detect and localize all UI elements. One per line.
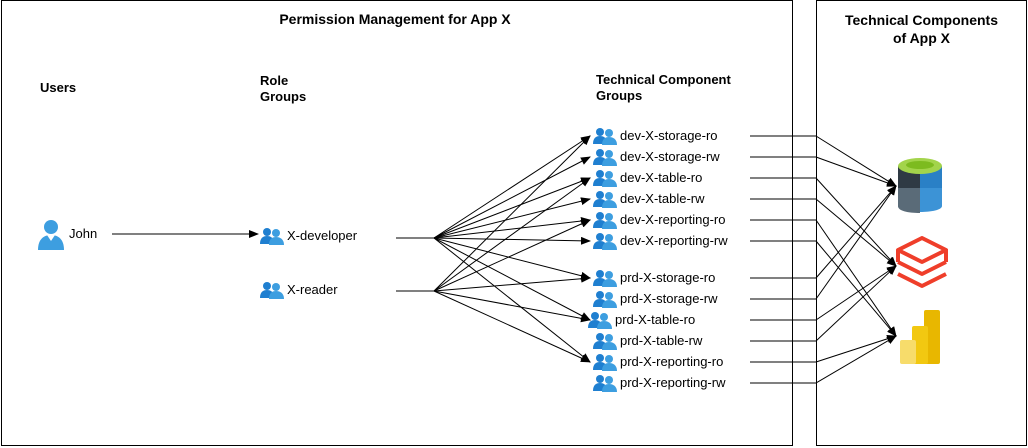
side-panel-title-line1: Technical Components [845,12,998,28]
role-groups-label-line1: Role [260,73,289,88]
group-icon [593,170,617,187]
side-panel-title-line2: of App X [892,30,951,46]
tc-group-label: dev-X-table-rw [620,191,705,206]
connector-line [433,237,591,280]
connector-line [433,177,591,292]
tc-group-label: prd-X-reporting-rw [620,375,726,390]
connector-line [815,185,897,300]
connector-line [433,197,591,239]
group-icon [588,312,612,329]
group-icon [593,191,617,208]
group-icon [593,149,617,166]
tc-group-label: prd-X-storage-rw [620,291,718,306]
connector-line [815,156,897,187]
tc-group-label: prd-X-table-rw [620,333,703,348]
tc-group-label: dev-X-table-ro [620,170,703,185]
side-panel-title: Technical Components of App X [816,11,1027,47]
connector-line [433,135,591,292]
connector-line [433,290,591,363]
tc-group-node[interactable]: prd-X-reporting-rw [593,373,725,393]
tc-group-label: dev-X-storage-ro [620,128,718,143]
connector-line [815,335,897,384]
connector-line [433,237,591,321]
connector-line [433,290,591,323]
main-panel [1,0,793,446]
connector-line [433,217,591,239]
tc-group-node[interactable]: prd-X-table-rw [593,331,702,351]
tc-groups-label-line2: Groups [596,88,643,103]
tc-group-label: dev-X-reporting-rw [620,233,728,248]
tc-groups-label-line1: Technical Component [596,72,731,87]
group-icon [593,212,617,229]
tc-group-node[interactable]: dev-X-reporting-rw [593,231,728,251]
databricks-icon [896,236,948,288]
connector-line [815,219,897,337]
tc-group-node[interactable]: dev-X-table-rw [593,189,705,209]
connector-line [815,177,897,267]
users-column-label: Users [40,80,77,95]
group-icon [593,354,617,371]
group-icon [593,128,617,145]
role-group-node[interactable]: X-reader [260,280,338,300]
connector-line [433,177,591,239]
tc-group-node[interactable]: prd-X-table-ro [588,310,695,330]
tc-group-label: prd-X-reporting-ro [620,354,724,369]
role-group-label: X-reader [287,282,338,297]
user-label: John [69,226,98,241]
tc-groups-column-label: Technical Component Groups [596,72,731,104]
user-icon [38,220,64,250]
role-groups-label-line2: Groups [260,89,307,104]
connector-line [815,265,897,342]
connector-line [815,240,897,337]
connector-line [433,219,591,292]
group-icon [593,270,617,287]
connector-line [433,236,591,245]
connector-line [433,274,591,292]
tc-group-node[interactable]: prd-X-reporting-ro [593,352,723,372]
connector-line [433,237,591,363]
storage-icon [898,158,942,213]
role-group-node[interactable]: X-developer [260,226,357,246]
connector-line [433,156,591,239]
tc-group-node[interactable]: dev-X-table-ro [593,168,702,188]
group-icon [593,375,617,392]
role-group-label: X-developer [287,228,358,243]
connector-line [433,135,591,239]
tc-group-node[interactable]: prd-X-storage-ro [593,268,715,288]
connector-line [815,265,897,321]
group-icon [260,228,284,245]
connector-line [815,185,897,279]
group-icon [260,282,284,299]
group-icon [593,291,617,308]
tc-group-node[interactable]: prd-X-storage-rw [593,289,718,309]
tc-group-node[interactable]: dev-X-storage-rw [593,147,720,167]
tc-group-label: dev-X-reporting-ro [620,212,726,227]
tc-group-label: prd-X-storage-ro [620,270,716,285]
user-node-john[interactable]: John [36,218,97,250]
tc-group-node[interactable]: dev-X-reporting-ro [593,210,726,230]
main-panel-title: Permission Management for App X [279,11,511,27]
tc-group-node[interactable]: dev-X-storage-ro [593,126,718,146]
tc-group-label: dev-X-storage-rw [620,149,720,164]
connector-line [815,135,897,187]
tc-group-label: prd-X-table-ro [615,312,696,327]
role-groups-column-label: Role Groups [260,73,306,105]
connector-line [815,334,897,363]
power-bi-icon [900,310,940,364]
group-icon [593,333,617,350]
group-icon [593,233,617,250]
side-panel [816,0,1027,446]
